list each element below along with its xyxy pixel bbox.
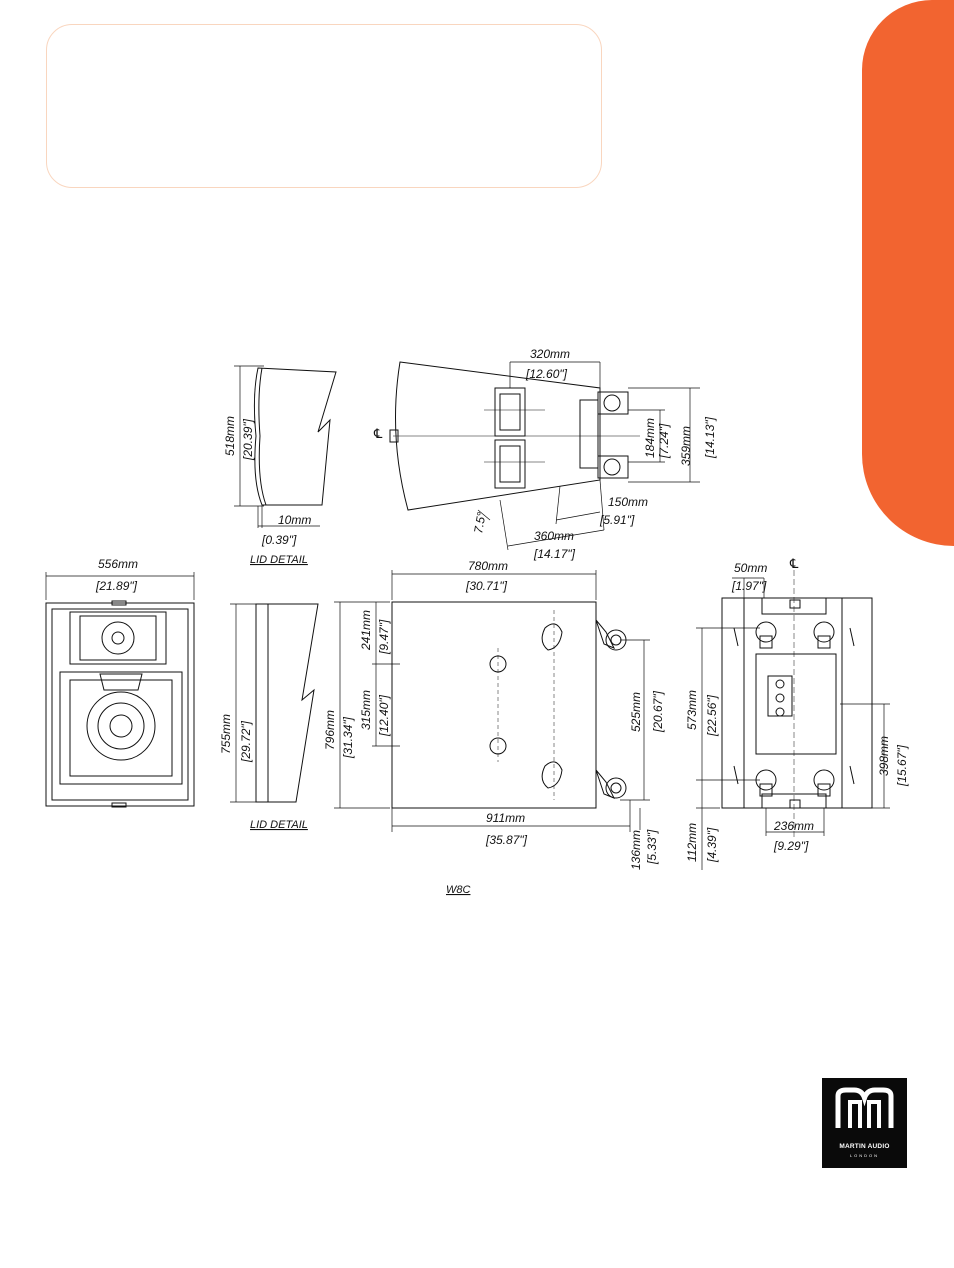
cabinet-rear-view <box>696 570 890 870</box>
dim-320mm: 320mm <box>530 347 570 361</box>
lid-detail-top-label: LID DETAIL <box>250 554 308 566</box>
dim-518in: [20.39"] <box>241 418 255 461</box>
brand-name: MARTIN AUDIO <box>839 1143 890 1150</box>
lid-detail-side-view <box>230 603 319 803</box>
centerline-symbol-top: ℄ <box>373 426 383 441</box>
dim-573in: [22.56"] <box>705 694 719 737</box>
dim-112in: [4.39"] <box>705 827 719 863</box>
model-label: W8C <box>446 884 471 896</box>
dim-184in: [7.24"] <box>657 423 671 459</box>
dim-556mm: 556mm <box>98 557 138 571</box>
dim-573mm: 573mm <box>685 690 699 730</box>
dim-50mm: 50mm <box>734 561 767 575</box>
cabinet-front-view <box>45 572 195 808</box>
dim-398mm: 398mm <box>877 736 891 776</box>
dim-796mm: 796mm <box>323 710 337 750</box>
dim-755mm: 755mm <box>219 714 233 754</box>
dim-315mm: 315mm <box>359 690 373 730</box>
dim-360in: [14.17"] <box>533 547 576 561</box>
lid-detail-top-view <box>234 365 337 528</box>
cabinet-side-view <box>334 570 650 832</box>
dim-755in: [29.72"] <box>239 720 253 763</box>
dim-241in: [9.47"] <box>377 619 391 655</box>
dim-780mm: 780mm <box>468 559 508 573</box>
dim-320in: [12.60"] <box>525 367 568 381</box>
dim-518mm: 518mm <box>223 416 237 456</box>
dim-50in: [1.97"] <box>731 579 767 593</box>
dim-556in: [21.89"] <box>95 579 138 593</box>
info-box <box>46 24 602 188</box>
dim-911in: [35.87"] <box>485 833 528 847</box>
dim-780in: [30.71"] <box>465 579 508 593</box>
dim-359in: [14.13"] <box>703 416 717 459</box>
dim-184mm: 184mm <box>643 418 657 458</box>
dim-359mm: 359mm <box>679 426 693 466</box>
orange-side-tab <box>862 0 954 546</box>
dim-angle: 7.5° <box>471 511 489 535</box>
dim-398in: [15.67"] <box>895 744 909 787</box>
dim-236mm: 236mm <box>773 819 814 833</box>
dim-10in: [0.39"] <box>261 533 297 547</box>
dim-315in: [12.40"] <box>377 694 391 737</box>
dim-112mm: 112mm <box>685 823 699 862</box>
dim-911mm: 911mm <box>486 811 525 825</box>
m-logo-icon <box>835 1087 894 1128</box>
dim-150in: [5.91"] <box>599 513 635 527</box>
cabinet-top-view <box>389 361 700 551</box>
brand-sub: LONDON <box>849 1153 880 1158</box>
dim-136in: [5.33"] <box>645 829 659 865</box>
dim-10mm: 10mm <box>278 513 311 527</box>
dim-525mm: 525mm <box>629 692 643 732</box>
dim-236in: [9.29"] <box>773 839 809 853</box>
dim-136mm: 136mm <box>629 830 643 870</box>
centerline-symbol-rear: ℄ <box>789 556 799 571</box>
dim-360mm: 360mm <box>534 529 574 543</box>
dim-241mm: 241mm <box>359 610 373 651</box>
dim-525in: [20.67"] <box>651 690 665 733</box>
martin-audio-logo: MARTIN AUDIO LONDON <box>822 1078 907 1168</box>
dim-150mm: 150mm <box>608 495 648 509</box>
dim-796in: [31.34"] <box>341 716 355 759</box>
lid-detail-bottom-label: LID DETAIL <box>250 819 308 831</box>
